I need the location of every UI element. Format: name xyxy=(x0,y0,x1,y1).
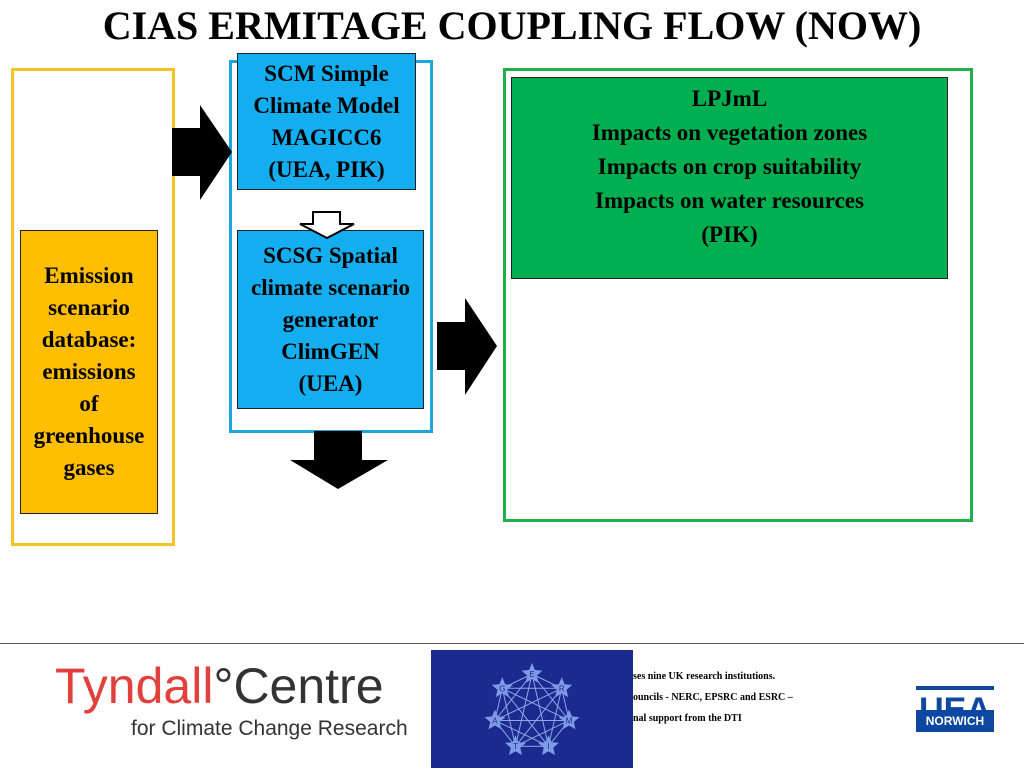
scm-model-box: SCM Simple Climate Model MAGICC6 (UEA, P… xyxy=(237,53,416,190)
ermitage-star-letter: I xyxy=(547,742,549,751)
ermitage-star-icon: G xyxy=(491,677,513,698)
arrow-down-hollow-icon xyxy=(299,211,355,240)
emission-scenario-box: Emission scenario database: emissions of… xyxy=(20,230,158,514)
ermitage-logo: E R M I T A G xyxy=(431,650,633,768)
ermitage-link-line xyxy=(501,687,549,747)
footer-text-line: nal support from the DTI xyxy=(633,713,742,724)
ermitage-star-letter: M xyxy=(566,716,573,725)
ermitage-star-letter: R xyxy=(559,684,565,693)
flow-arrows xyxy=(172,105,497,489)
ermitage-star-letter: T xyxy=(513,742,518,751)
ermitage-star-letter: E xyxy=(529,670,534,679)
page-title: CIAS ERMITAGE COUPLING FLOW (NOW) xyxy=(102,3,922,48)
ermitage-link-line xyxy=(494,720,549,747)
ermitage-link-line xyxy=(515,720,570,747)
ermitage-link-line xyxy=(501,688,516,747)
tyndall-logo: Tyndall°Centre xyxy=(55,658,384,714)
uea-norwich-label: NORWICH xyxy=(916,710,994,732)
ermitage-star-icon: R xyxy=(551,677,573,698)
ermitage-star-letter: A xyxy=(492,716,498,725)
emission-frame xyxy=(11,68,175,546)
ermitage-link-line xyxy=(531,673,549,747)
ermitage-link-line xyxy=(515,687,563,747)
ermitage-link-line xyxy=(548,688,563,747)
tyndall-subtitle: for Climate Change Research xyxy=(131,717,408,740)
arrow-right-icon xyxy=(437,298,497,395)
ermitage-star-icon: E xyxy=(521,663,543,683)
impacts-frame xyxy=(503,68,973,522)
footer-divider xyxy=(0,643,1024,644)
ermitage-link-line xyxy=(494,687,562,721)
ermitage-link-line xyxy=(515,673,533,747)
arrow-right-icon xyxy=(172,105,232,200)
arrow-down-icon xyxy=(290,431,388,489)
ermitage-star-icon: I xyxy=(538,735,559,756)
ermitage-star-icon: M xyxy=(558,709,580,730)
footer-text-line: ouncils - NERC, EPSRC and ESRC – xyxy=(633,692,793,703)
lpjml-impacts-box: LPJmL Impacts on vegetation zones Impact… xyxy=(511,77,948,279)
ermitage-star-icon: A xyxy=(484,709,506,730)
scsg-generator-box: SCSG Spatial climate scenario generator … xyxy=(237,230,424,409)
footer-text-line: ses nine UK research institutions. xyxy=(633,671,776,682)
ermitage-star-icon: T xyxy=(505,735,526,756)
ermitage-link-line xyxy=(502,687,570,721)
ermitage-star-letter: G xyxy=(499,684,505,693)
